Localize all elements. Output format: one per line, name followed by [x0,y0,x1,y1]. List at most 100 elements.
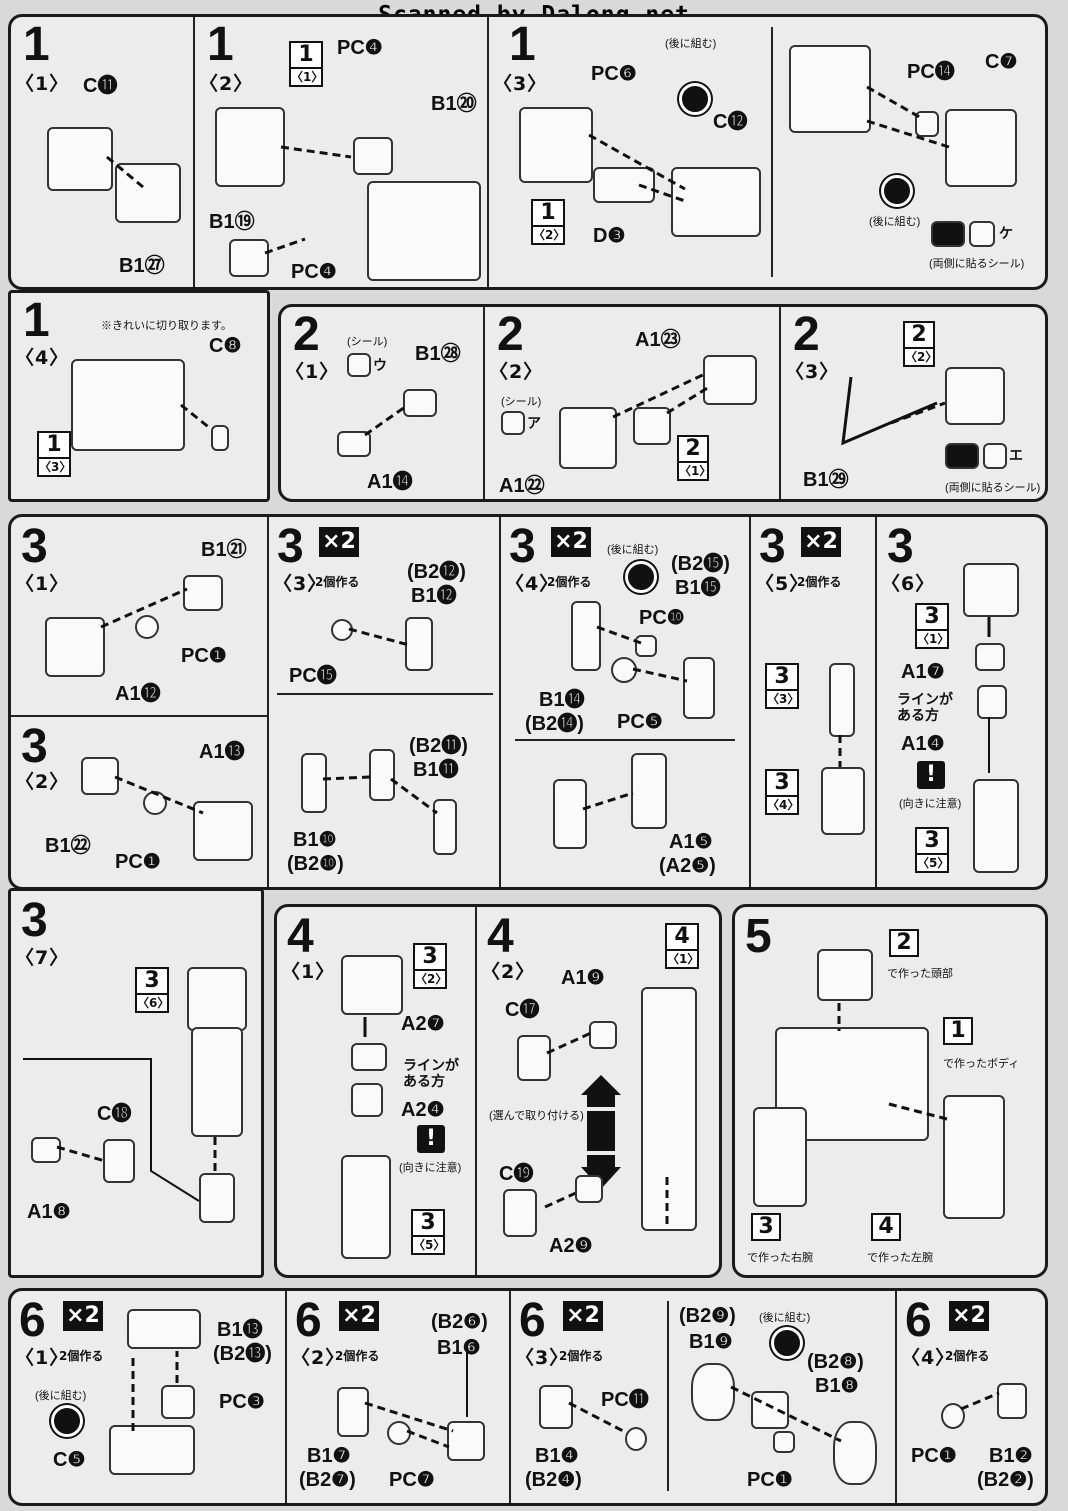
part-label: B1㉗ [119,255,165,277]
part-label: B1❼ [307,1445,351,1467]
part-drawing [45,617,105,677]
step-number: 1 [23,294,50,347]
part-drawing [753,1107,807,1207]
substep-label: 〈4〉 [901,1347,956,1369]
make-two-badge: ×2 [319,527,359,557]
part-label: C❽ [209,335,242,357]
substep-label: 〈1〉 [15,573,70,595]
body-note: で作ったボディ [943,1058,1020,1070]
part-label: PC❶ [115,851,161,873]
part-label: B1⑳ [431,93,477,115]
make-two-note: 2個作る [315,575,360,589]
part-label: B1❻ [437,1337,481,1359]
step-number: 3 [277,520,304,573]
part-drawing [751,1391,789,1429]
part-label: B1⓮ [539,689,585,711]
part-drawing [503,1189,537,1237]
step-2-group: 2 〈1〉 (シール) ウ B1㉘ A1⓮ 2 〈2〉 A1㉓ (シール) ア … [278,304,1048,502]
part-label: B1⓬ [411,585,457,607]
part-label: (B2❻) [431,1311,488,1333]
substep-label: 〈3〉 [515,1347,570,1369]
seal-letter: ア [527,415,541,431]
step-2-1: 2 〈1〉 (シール) ウ B1㉘ A1⓮ [281,307,483,499]
part-drawing [433,799,457,855]
part-drawing [199,1173,235,1223]
reference-box: 4〈1〉 [665,923,699,969]
make-two-note: 2個作る [797,575,842,589]
lined-side-note: ラインが ある方 [897,691,953,723]
part-drawing [589,1021,617,1049]
step-6-group: 6 ×2 〈1〉 2個作る B1⓭ (B2⓭) (後に組む) PC❸ C❺ 6 … [8,1288,1048,1506]
part-label: PC❹ [337,37,383,59]
part-drawing [403,389,437,417]
assemble-later-note: (後に組む) [759,1312,811,1324]
part-label: PC❻ [591,63,637,85]
step-number: 6 [905,1294,932,1347]
step-number: 3 [21,720,48,773]
part-drawing [103,1139,135,1183]
step-number: 3 [887,520,914,573]
part-label: (B2❷) [977,1469,1034,1491]
part-drawing [997,1383,1027,1419]
seal-icon [347,353,371,377]
substep-label: 〈5〉 [755,573,810,595]
make-two-note: 2個作る [335,1349,380,1363]
assemble-later-mark [771,1327,803,1359]
substep-label: 〈3〉 [785,361,840,383]
part-label: (B2❽) [807,1351,864,1373]
part-drawing [553,779,587,849]
part-drawing [789,45,871,133]
substep-label: 〈1〉 [15,1347,70,1369]
part-drawing [973,779,1019,873]
part-label: A1⓮ [367,471,413,493]
part-drawing [943,1095,1005,1219]
part-drawing [631,753,667,829]
part-label: PC❶ [181,645,227,667]
part-label: C⓫ [83,75,118,97]
part-label: C⓱ [505,999,540,1021]
part-drawing [963,563,1019,617]
part-label: PC❹ [291,261,337,283]
step-number: 2 [497,308,524,361]
part-label: (B2❼) [299,1469,356,1491]
make-two-badge: ×2 [551,527,591,557]
part-label: (B2⓯) [671,553,730,575]
substep-label: 〈2〉 [489,361,544,383]
part-label: (B2❿) [287,853,344,875]
step-number: 2 [293,308,320,361]
reference-box: 1 [943,1017,973,1045]
part-drawing [351,1083,383,1117]
part-label: A1㉒ [499,475,545,497]
part-label: B1㉑ [201,539,247,561]
part-label: C⓬ [713,111,748,133]
reference-box: 3 [751,1213,781,1241]
part-label: B1⑲ [209,211,255,233]
assemble-later-mark [881,175,913,207]
part-label: B1⓭ [217,1319,263,1341]
step-number: 3 [759,520,786,573]
part-drawing [517,1035,551,1081]
part-label: C⓲ [97,1103,132,1125]
step-6-3: 6 ×2 〈3〉 2個作る PC⓫ B1❹ (B2❹) (B2❾) (後に組む)… [511,1291,895,1503]
assemble-later-note: (後に組む) [35,1390,87,1402]
step-3-3: 3 ×2 〈3〉 2個作る (B2⓬) B1⓬ PC⓯ (B2⓫) B1⓫ B1… [269,517,499,887]
caution-icon: ! [417,1125,445,1153]
make-two-note: 2個作る [559,1349,604,1363]
part-drawing [31,1137,61,1163]
part-drawing [635,635,657,657]
part-label: B1㉙ [803,469,849,491]
part-drawing [539,1385,573,1429]
substep-label: 〈1〉 [15,73,70,95]
assemble-later-mark [679,83,711,115]
part-label: (B2⓭) [213,1343,272,1365]
part-drawing [211,425,229,451]
part-drawing [405,617,433,671]
part-drawing [633,407,671,445]
substep-label: 〈2〉 [481,961,536,983]
part-drawing [191,1027,243,1137]
part-drawing [575,1175,603,1203]
seal-letter: エ [1009,447,1023,463]
step-3-2: 3 〈2〉 A1⓭ B1㉒ PC❶ [11,717,267,887]
part-drawing [351,1043,387,1071]
lined-side-note: ラインが ある方 [403,1057,459,1089]
